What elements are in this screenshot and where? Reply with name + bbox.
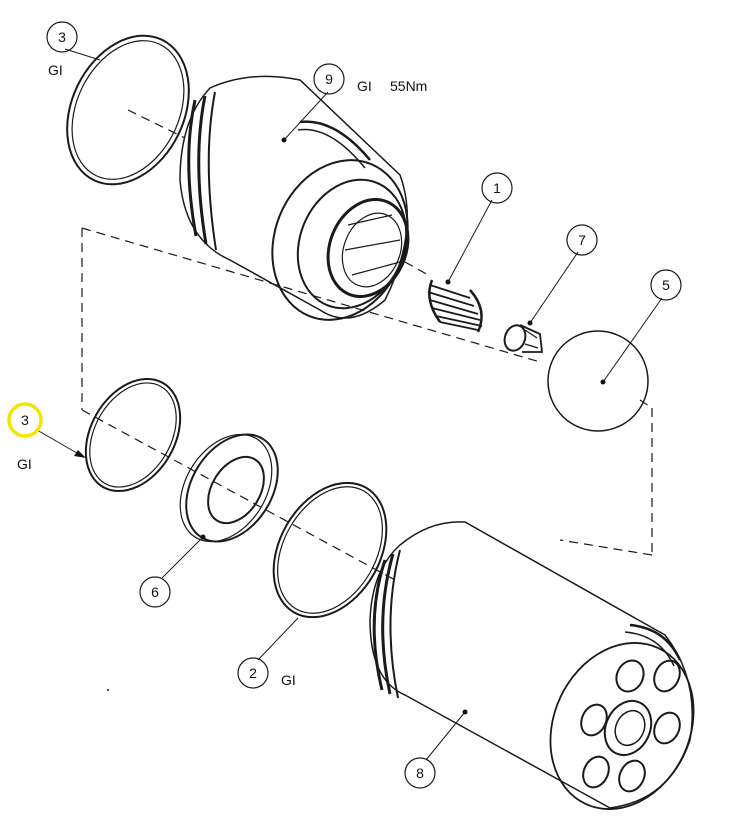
callout-4-note: GI bbox=[48, 62, 63, 78]
assembly-axis-lines bbox=[81, 109, 653, 581]
callout-9-torque: 55Nm bbox=[390, 78, 427, 94]
part-7-poppet bbox=[503, 320, 544, 353]
part-8-cylinder-block bbox=[369, 521, 695, 810]
callout-9[interactable]: 9 bbox=[313, 63, 345, 95]
callout-6[interactable]: 6 bbox=[139, 576, 171, 608]
leader-lines bbox=[36, 48, 663, 761]
svg-text:3: 3 bbox=[58, 29, 66, 45]
svg-text:2: 2 bbox=[249, 665, 257, 681]
svg-text:7: 7 bbox=[578, 232, 586, 248]
part-6-washer bbox=[179, 433, 279, 543]
part-3-ring bbox=[84, 377, 182, 493]
callout-7[interactable]: 7 bbox=[566, 224, 598, 256]
callout-3-note: GI bbox=[17, 456, 32, 472]
part-1-spring bbox=[427, 279, 483, 333]
svg-text:9: 9 bbox=[325, 71, 333, 87]
callout-8[interactable]: 8 bbox=[404, 757, 436, 789]
callout-2[interactable]: 2 bbox=[237, 657, 269, 689]
part-2-o-ring bbox=[272, 481, 388, 619]
part-5-ball bbox=[547, 330, 649, 432]
svg-text:8: 8 bbox=[416, 765, 424, 781]
callout-9-note: GI bbox=[357, 78, 372, 94]
svg-text:6: 6 bbox=[151, 584, 159, 600]
part-4-o-ring bbox=[66, 34, 190, 186]
callout-5[interactable]: 5 bbox=[650, 269, 682, 301]
stray-dot bbox=[107, 689, 109, 691]
callout-1[interactable]: 1 bbox=[481, 172, 513, 204]
callout-2-note: GI bbox=[281, 672, 296, 688]
callout-4[interactable]: 3 bbox=[46, 21, 78, 53]
svg-text:1: 1 bbox=[493, 180, 501, 196]
callout-3-number: 3 bbox=[21, 412, 29, 428]
svg-text:5: 5 bbox=[662, 277, 670, 293]
callout-3[interactable]: 3 bbox=[7, 402, 43, 438]
